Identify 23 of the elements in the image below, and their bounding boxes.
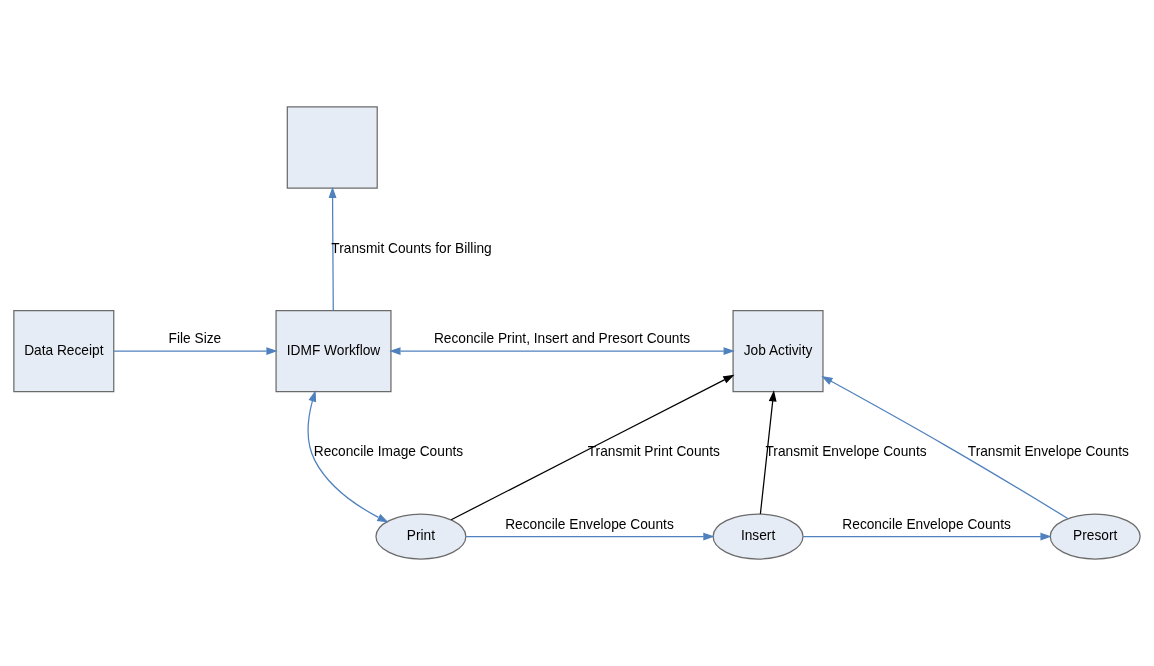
arrow — [389, 347, 735, 356]
arrow — [465, 532, 715, 541]
arrow — [113, 347, 278, 356]
arrow — [328, 186, 337, 311]
edge-label: Reconcile Print, Insert and Presort Counts — [433, 331, 691, 347]
node-ellipse: Presort — [1049, 513, 1141, 560]
node-box: IDMF Workflow — [275, 309, 392, 393]
arrow — [802, 532, 1052, 541]
edge-label: File Size — [168, 331, 222, 347]
node-box: Job Activity — [732, 309, 824, 393]
edge-label: Transmit Envelope Counts — [967, 444, 1129, 460]
edge-label: Transmit Counts for Billing — [331, 240, 492, 256]
node-box: Data Receipt — [13, 309, 115, 393]
node-ellipse: Insert — [712, 513, 804, 560]
edge-label: Transmit Print Counts — [587, 444, 720, 460]
arrow — [759, 390, 777, 515]
arrow — [821, 375, 1069, 520]
arrow — [450, 374, 735, 521]
node-box — [286, 106, 378, 189]
edge-label: Reconcile Image Counts — [313, 444, 464, 460]
arrow — [307, 390, 389, 523]
edge-label: Reconcile Envelope Counts — [842, 516, 1011, 532]
edge-label: Reconcile Envelope Counts — [505, 516, 674, 532]
